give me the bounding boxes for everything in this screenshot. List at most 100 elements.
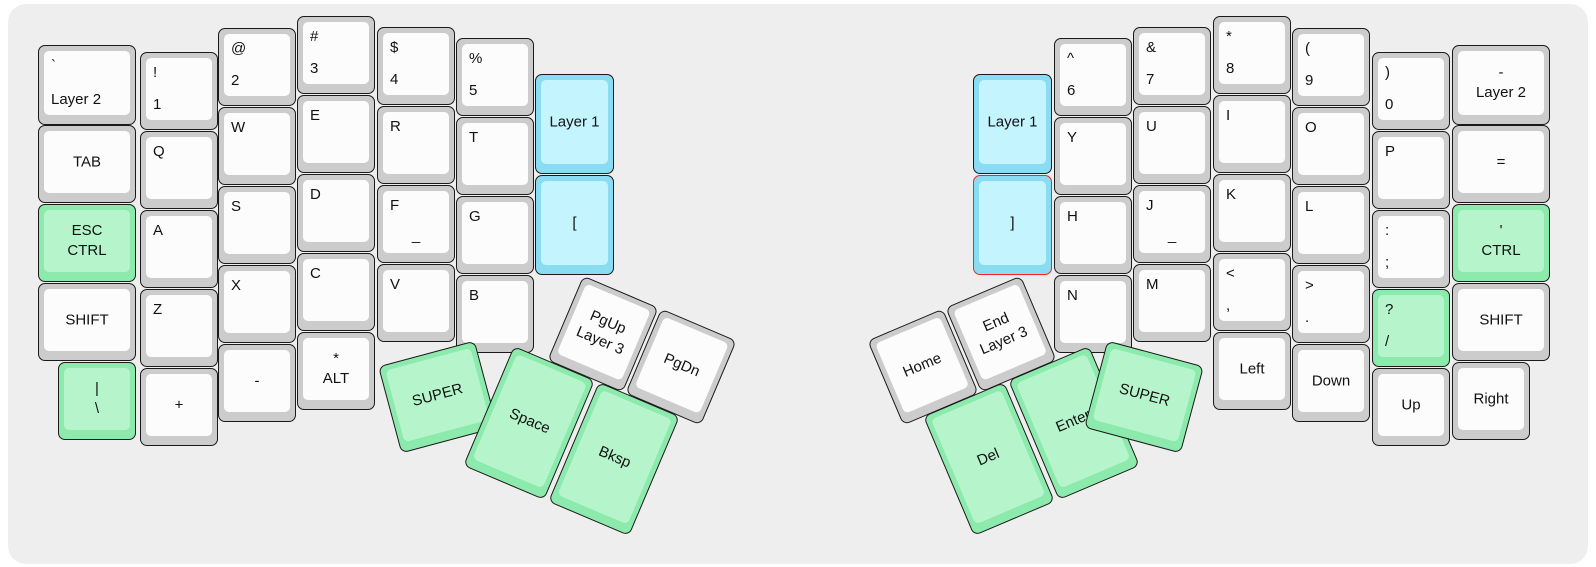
key-r-r3-c5[interactable]: :; <box>1372 210 1450 288</box>
key-l-r4-c3[interactable]: X <box>218 265 296 343</box>
key-cap: %5 <box>462 44 528 106</box>
key-cap: Up <box>1378 374 1444 436</box>
key-r-r1-c6[interactable]: -Layer 2 <box>1452 45 1550 125</box>
key-legend: Q <box>153 143 165 160</box>
key-r-r3-c1[interactable]: H <box>1054 196 1132 274</box>
key-r-r2-c3[interactable]: I <box>1213 95 1291 173</box>
key-legend: Home <box>900 349 944 381</box>
key-r-r1-c2[interactable]: &7 <box>1133 27 1211 105</box>
key-cap: SHIFT <box>1458 289 1544 351</box>
key-legend: W <box>231 119 246 136</box>
key-legend: 1 <box>153 96 162 113</box>
key-cap: D <box>303 180 369 242</box>
key-l-r2-c2[interactable]: Q <box>140 131 218 209</box>
key-legend: ` <box>51 57 56 74</box>
key-l-r2-c6[interactable]: T <box>456 117 534 195</box>
key-r-r2-c6[interactable]: = <box>1452 125 1550 203</box>
key-legend: N <box>1067 287 1078 304</box>
key-legend: ! <box>153 64 158 81</box>
homing-bar: _ <box>411 227 421 244</box>
key-legend: C <box>310 265 321 282</box>
key-l-r1-c1[interactable]: ` Layer 2 <box>38 45 136 125</box>
key-r-r4-c6[interactable]: SHIFT <box>1452 283 1550 361</box>
key-r-r2-c2[interactable]: U <box>1133 106 1211 184</box>
key-r-r4-c3[interactable]: <, <box>1213 253 1291 331</box>
key-cap: U <box>1139 112 1205 174</box>
key-l-r3-c3[interactable]: S <box>218 186 296 264</box>
key-r-r2-c5[interactable]: P <box>1372 131 1450 209</box>
key-r-r5-c6[interactable]: Right <box>1452 362 1530 440</box>
key-l-r3-c2[interactable]: A <box>140 210 218 288</box>
key-cap: I <box>1219 101 1285 163</box>
key-r-r2-c1[interactable]: Y <box>1054 117 1132 195</box>
key-l-r3-c6[interactable]: G <box>456 196 534 274</box>
key-l-r3-c5[interactable]: F_ <box>377 185 455 263</box>
key-r-r1-c3[interactable]: *8 <box>1213 16 1291 94</box>
key-l-r4-c1[interactable]: SHIFT <box>38 283 136 361</box>
key-legend: - <box>254 372 260 390</box>
key-cap: G <box>462 202 528 264</box>
key-l-r1-c7[interactable]: Layer 1 <box>535 74 614 174</box>
key-r-r2-c4[interactable]: O <box>1292 107 1370 185</box>
key-cap: Q <box>146 137 212 199</box>
key-r-r5-c3[interactable]: Left <box>1213 332 1291 410</box>
key-l-r1-c3[interactable]: @2 <box>218 28 296 106</box>
key-l-r1-c2[interactable]: !1 <box>140 52 218 130</box>
key-r-r3-c4[interactable]: L <box>1292 186 1370 264</box>
key-cap: Layer 1 <box>979 80 1046 164</box>
key-legend: Right <box>1473 390 1509 408</box>
key-cap: Z <box>146 295 212 357</box>
key-legend: % <box>469 50 483 67</box>
key-l-r2-c7[interactable]: [ <box>535 175 614 275</box>
key-legend: Bksp <box>596 442 634 472</box>
key-r-r1-c5[interactable]: )0 <box>1372 52 1450 130</box>
key-r-r1-c4[interactable]: (9 <box>1292 28 1370 106</box>
key-cap: F_ <box>383 191 449 253</box>
key-legend: . <box>1305 309 1310 326</box>
key-r-r3-c6[interactable]: 'CTRL <box>1452 204 1550 282</box>
key-l-r2-c4[interactable]: E <box>297 95 375 173</box>
key-r-r2-c0[interactable]: ] <box>973 175 1052 275</box>
key-l-r3-c4[interactable]: D <box>297 174 375 252</box>
key-cap: ` Layer 2 <box>44 51 130 115</box>
key-legend: / <box>1385 333 1390 350</box>
key-legend: ( <box>1305 40 1310 57</box>
key-cap: )0 <box>1378 58 1444 120</box>
key-r-r1-c1[interactable]: ^6 <box>1054 38 1132 116</box>
key-l-r1-c6[interactable]: %5 <box>456 38 534 116</box>
key-l-r4-c5[interactable]: V <box>377 264 455 342</box>
key-legend: U <box>1146 118 1157 135</box>
key-r-r4-c5[interactable]: ?/ <box>1372 289 1450 367</box>
key-l-r5-c2[interactable]: + <box>140 368 218 446</box>
key-cap: TAB <box>44 131 130 193</box>
key-l-r5-c1[interactable]: |\ <box>58 362 136 440</box>
key-l-r2-c1[interactable]: TAB <box>38 125 136 203</box>
key-r-r3-c2[interactable]: J_ <box>1133 185 1211 263</box>
key-l-r4-c4[interactable]: C <box>297 253 375 331</box>
key-r-r4-c1[interactable]: N <box>1054 275 1132 353</box>
key-r-r4-c2[interactable]: M <box>1133 264 1211 342</box>
key-l-r2-c3[interactable]: W <box>218 107 296 185</box>
key-l-r4-c6[interactable]: B <box>456 275 534 353</box>
key-legend: Z <box>153 301 163 318</box>
key-l-r1-c4[interactable]: #3 <box>297 16 375 94</box>
key-legend: Layer 2 <box>51 91 102 108</box>
key-l-r5-c3[interactable]: - <box>218 344 296 422</box>
key-l-r5-c4[interactable]: *ALT <box>297 332 375 410</box>
key-r-r5-c5[interactable]: Up <box>1372 368 1450 446</box>
key-r-r3-c3[interactable]: K <box>1213 174 1291 252</box>
key-l-r1-c5[interactable]: $4 <box>377 27 455 105</box>
key-l-r4-c2[interactable]: Z <box>140 289 218 367</box>
key-r-r4-c4[interactable]: >. <box>1292 265 1370 343</box>
key-legend: V <box>390 276 401 293</box>
key-cap: :; <box>1378 216 1444 278</box>
key-legend: B <box>469 287 480 304</box>
key-cap: P <box>1378 137 1444 199</box>
key-r-r5-c4[interactable]: Down <box>1292 344 1370 422</box>
key-r-r1-c0[interactable]: Layer 1 <box>973 74 1052 174</box>
key-l-r2-c5[interactable]: R <box>377 106 455 184</box>
key-cap: X <box>224 271 290 333</box>
